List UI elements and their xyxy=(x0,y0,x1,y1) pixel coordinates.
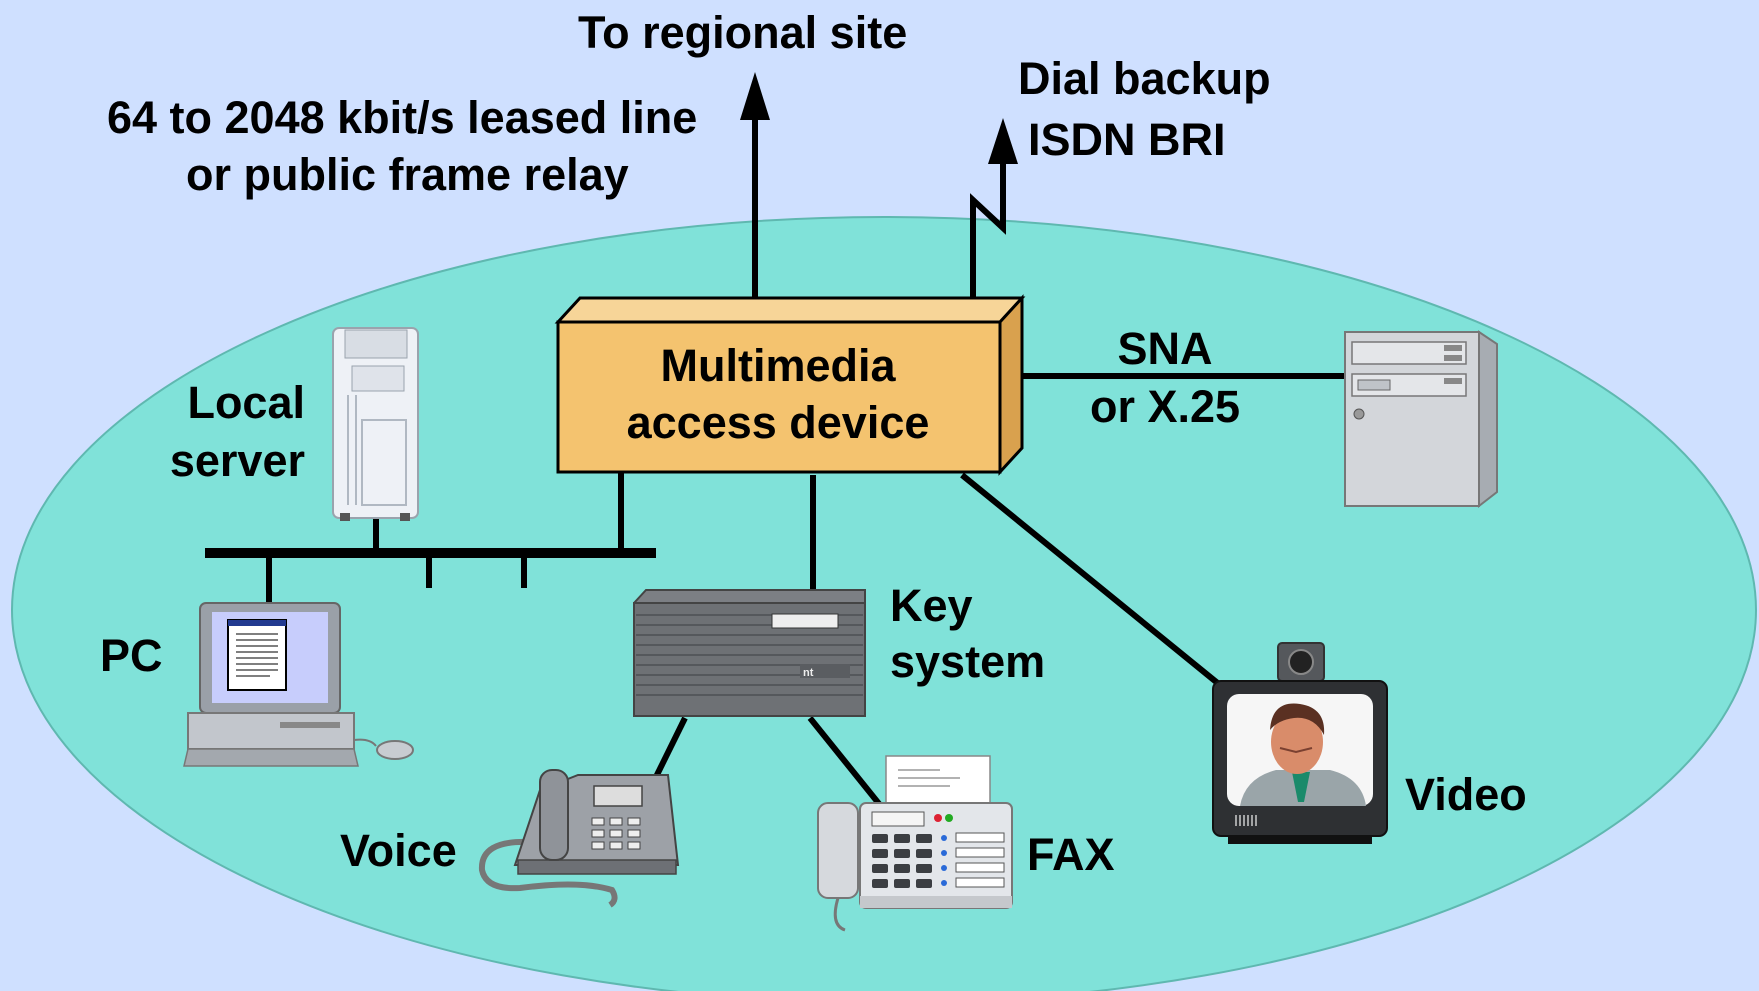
sna-label-1: SNA xyxy=(1117,323,1212,374)
pc-label: PC xyxy=(100,630,163,681)
connection-lines xyxy=(205,110,1345,807)
mainframe-host-icon xyxy=(1344,330,1498,509)
key-system-label-2: system xyxy=(890,636,1045,687)
key-to-fax-line xyxy=(807,716,883,807)
sna-label-2: or X.25 xyxy=(1090,381,1240,432)
voice-label: Voice xyxy=(340,825,457,876)
access-device-label-2: access device xyxy=(627,397,930,448)
dial-backup-label-1: Dial backup xyxy=(1018,53,1271,104)
to-regional-site-label: To regional site xyxy=(578,7,907,58)
leased-line-label-2: or public frame relay xyxy=(186,149,629,200)
local-server-label-1: Local xyxy=(187,377,305,428)
isdn-arrowhead xyxy=(988,118,1018,164)
fax-label: FAX xyxy=(1027,829,1115,880)
key-system-unit-icon: nt xyxy=(633,589,866,717)
device-to-video-line xyxy=(960,472,1222,688)
access-device-label-1: Multimedia xyxy=(660,340,896,391)
isdn-zigzag-line xyxy=(970,150,1006,298)
video-monitor-icon xyxy=(1212,642,1388,844)
local-server-label-2: server xyxy=(170,435,305,486)
video-label: Video xyxy=(1405,769,1527,820)
leased-line-label-1: 64 to 2048 kbit/s leased line xyxy=(107,92,697,143)
key-system-label-1: Key xyxy=(890,580,973,631)
desktop-pc-icon xyxy=(183,602,414,767)
labels: To regional site 64 to 2048 kbit/s lease… xyxy=(100,7,1527,880)
dial-backup-label-2: ISDN BRI xyxy=(1028,114,1226,165)
telephone-icon xyxy=(478,769,680,908)
key-to-phone-line xyxy=(649,716,688,787)
tower-server-icon xyxy=(332,327,419,521)
svg-text:nt: nt xyxy=(803,667,814,679)
uplink-arrowhead xyxy=(740,72,770,120)
fax-machine-icon xyxy=(817,755,1013,932)
multimedia-access-device xyxy=(554,294,1026,476)
